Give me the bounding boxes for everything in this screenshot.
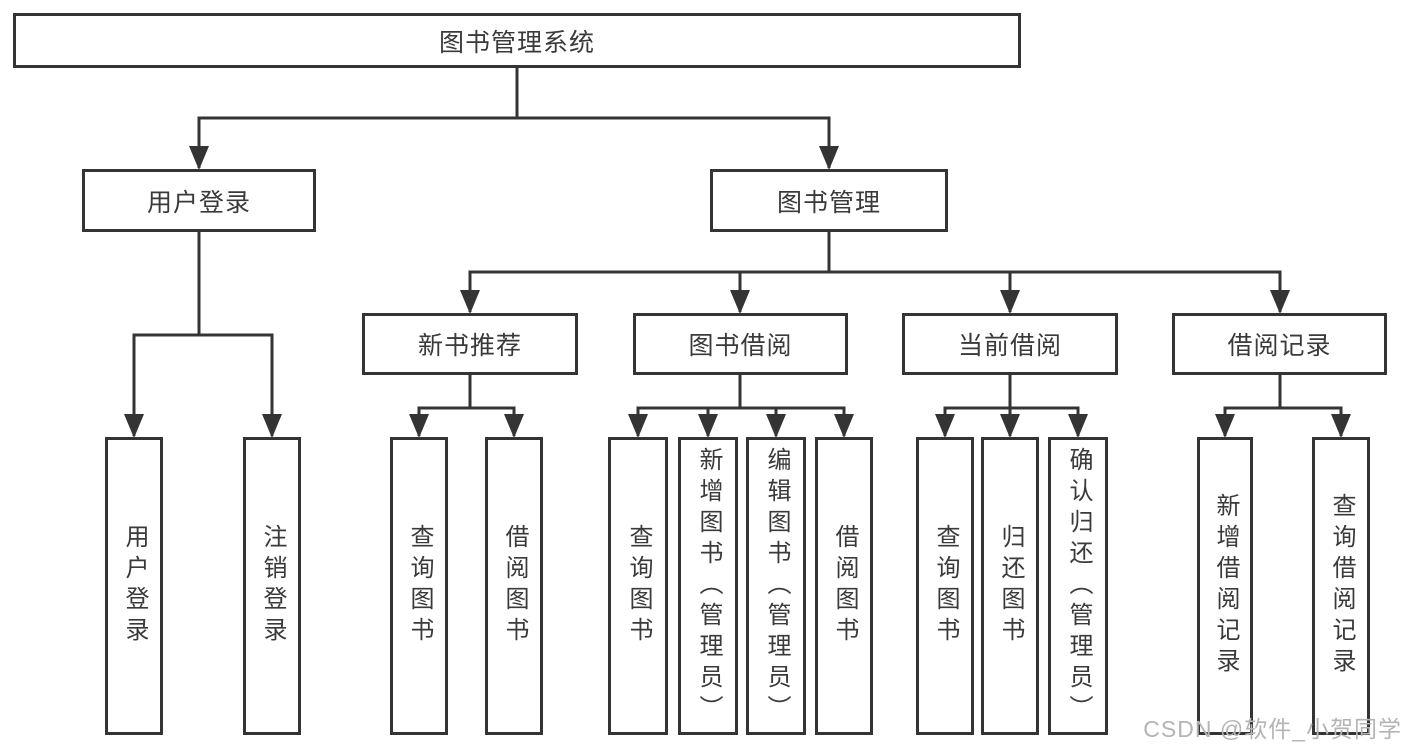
leaf-cb-confirm-return-admin: 确认归还（管理员）	[1048, 437, 1108, 735]
connector-nbr-arms	[409, 406, 524, 438]
connector-bb-arms	[628, 406, 854, 438]
node-new-book-recommend: 新书推荐	[362, 313, 578, 375]
leaf-bb-query-books-label: 查询图书	[625, 524, 652, 648]
connector-root-arms	[189, 116, 839, 170]
node-book-borrow-label: 图书借阅	[688, 332, 793, 360]
node-book-management-label: 图书管理	[776, 188, 881, 217]
leaf-nbr-query-books-label: 查询图书	[406, 524, 433, 648]
connector-userlogin-arms	[124, 333, 282, 438]
leaf-br-query-record-label: 查询借阅记录	[1328, 493, 1355, 679]
node-root-label: 图书管理系统	[438, 28, 595, 57]
node-book-management: 图书管理	[710, 169, 948, 232]
connector-cb-arms	[935, 406, 1088, 438]
leaf-br-add-record: 新增借阅记录	[1197, 437, 1253, 735]
leaf-bb-borrow-books-label: 借阅图书	[831, 524, 858, 648]
node-user-login: 用户登录	[82, 169, 316, 232]
csdn-watermark: CSDN @软件_小贺同学	[1143, 716, 1402, 742]
leaf-logout: 注销登录	[243, 437, 301, 735]
leaf-br-query-record: 查询借阅记录	[1312, 437, 1370, 735]
node-user-login-label: 用户登录	[146, 188, 251, 217]
node-new-book-recommend-label: 新书推荐	[417, 332, 522, 360]
leaf-br-add-record-label: 新增借阅记录	[1212, 493, 1239, 679]
node-borrow-records: 借阅记录	[1172, 313, 1387, 375]
node-borrow-records-label: 借阅记录	[1227, 332, 1332, 360]
leaf-cb-return-books: 归还图书	[981, 437, 1039, 735]
leaf-bb-add-books-admin-label: 新增图书（管理员）	[695, 446, 722, 726]
connector-bookmgmt-arms	[460, 270, 1290, 314]
leaf-bb-add-books-admin: 新增图书（管理员）	[678, 437, 738, 735]
leaf-user-login-label: 用户登录	[121, 524, 148, 648]
leaf-bb-borrow-books: 借阅图书	[815, 437, 873, 735]
leaf-cb-return-books-label: 归还图书	[997, 524, 1024, 648]
leaf-nbr-query-books: 查询图书	[390, 437, 448, 735]
leaf-cb-query-books-label: 查询图书	[932, 524, 959, 648]
leaf-bb-edit-books-admin-label: 编辑图书（管理员）	[763, 446, 790, 726]
node-current-borrow: 当前借阅	[902, 313, 1118, 375]
node-current-borrow-label: 当前借阅	[957, 332, 1062, 360]
leaf-nbr-borrow-books: 借阅图书	[485, 437, 543, 735]
leaf-nbr-borrow-books-label: 借阅图书	[501, 524, 528, 648]
node-book-borrow: 图书借阅	[633, 313, 848, 375]
leaf-bb-edit-books-admin: 编辑图书（管理员）	[746, 437, 806, 735]
leaf-cb-query-books: 查询图书	[916, 437, 974, 735]
node-root-system: 图书管理系统	[13, 13, 1021, 68]
leaf-logout-label: 注销登录	[259, 524, 286, 648]
leaf-user-login: 用户登录	[105, 437, 163, 735]
leaf-cb-confirm-return-admin-label: 确认归还（管理员）	[1065, 446, 1092, 726]
leaf-bb-query-books: 查询图书	[608, 437, 668, 735]
connector-br-arms	[1215, 406, 1351, 438]
